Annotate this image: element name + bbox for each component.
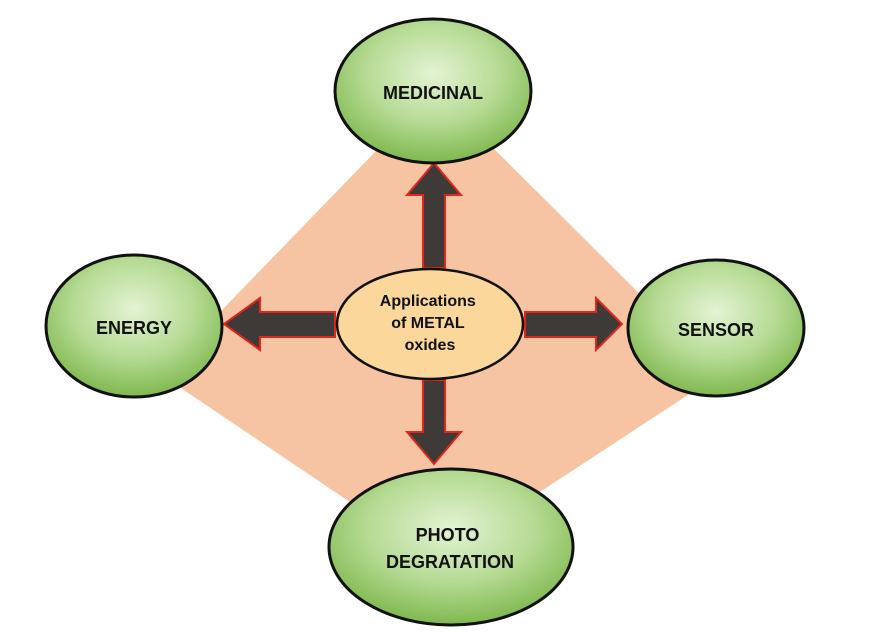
center-label-line-1: Applications — [380, 293, 476, 310]
node-sensor — [626, 258, 806, 398]
node-energy-label-line: ENERGY — [96, 318, 172, 338]
node-energy — [44, 253, 224, 399]
node-sensor-label-line: SENSOR — [678, 320, 754, 340]
node-center — [335, 267, 525, 381]
node-medicinal-label-line: MEDICINAL — [383, 83, 483, 103]
node-photo-degratation-label-line-2: DEGRATATION — [386, 552, 514, 572]
node-sensor-label: SENSOR — [678, 320, 754, 340]
node-photo-degratation-label-line-1: PHOTO — [416, 525, 480, 545]
center-label-line-3: oxides — [405, 337, 456, 354]
node-medicinal — [333, 17, 533, 165]
arrow-down — [404, 379, 464, 466]
node-energy-label: ENERGY — [96, 318, 172, 338]
node-medicinal-label: MEDICINAL — [383, 83, 483, 103]
node-photo-degratation — [327, 467, 575, 627]
arrow-left — [222, 296, 336, 352]
center-label-line-2: of METAL — [391, 315, 465, 332]
arrow-up — [404, 161, 464, 269]
arrow-right — [524, 295, 624, 353]
node-photo-degratation-label: PHOTO DEGRATATION — [386, 525, 514, 572]
center-label: Applications of METAL oxides — [380, 293, 480, 354]
